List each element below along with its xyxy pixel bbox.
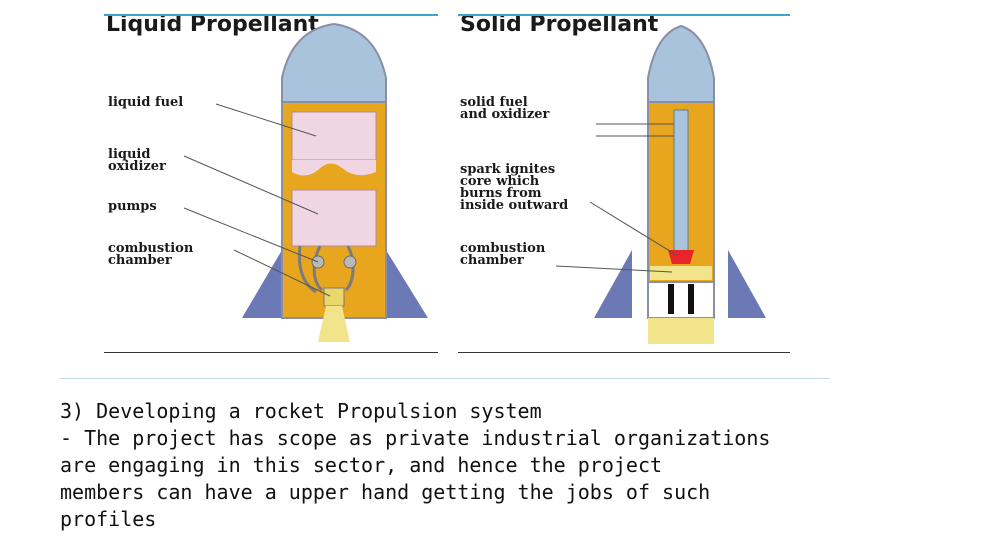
notes-block: 3) Developing a rocket Propulsion system… xyxy=(60,398,960,533)
solid-rocket xyxy=(555,24,766,344)
liquid-fuel-tank-base xyxy=(292,160,376,176)
label-solid-combustion-chamber: combustion chamber xyxy=(460,241,546,268)
liquid-fuel-tank xyxy=(291,111,377,161)
solid-right-fin xyxy=(728,250,766,318)
liquid-left-fin xyxy=(242,250,282,318)
label-liquid-oxidizer: liquid oxidizer xyxy=(108,147,166,174)
notes-line: are engaging in this sector, and hence t… xyxy=(60,453,663,477)
solid-propellant-title: Solid Propellant xyxy=(460,12,659,37)
notes-line: profiles xyxy=(60,507,157,531)
liquid-right-fin xyxy=(386,250,428,318)
liquid-title-rule xyxy=(104,14,438,16)
notes-line: members can have a upper hand getting th… xyxy=(60,480,711,504)
liquid-combustion-chamber xyxy=(323,287,345,307)
solid-left-fin xyxy=(594,250,632,318)
liquid-feed-lines xyxy=(297,245,355,294)
liquid-rocket xyxy=(183,22,428,342)
solid-baseline xyxy=(458,352,790,353)
notes-heading: 3) Developing a rocket Propulsion system xyxy=(60,399,542,423)
label-liquid-fuel: liquid fuel xyxy=(108,95,184,110)
section-separator xyxy=(60,378,830,379)
solid-nose-cone xyxy=(647,24,715,103)
solid-title-rule xyxy=(458,14,790,16)
solid-combustion-zone xyxy=(650,266,712,280)
notes-line: - The project has scope as private indus… xyxy=(60,426,771,450)
label-pumps: pumps xyxy=(108,199,157,214)
liquid-propellant-title: Liquid Propellant xyxy=(106,12,319,37)
label-spark-ignites: spark ignites core which burns from insi… xyxy=(460,162,569,213)
solid-core-channel xyxy=(673,109,689,261)
solid-nozzle xyxy=(647,281,715,319)
solid-exhaust-flame-icon xyxy=(648,318,714,344)
label-solid-fuel-oxidizer: solid fuel and oxidizer xyxy=(460,95,550,122)
nozzle-bar-left xyxy=(668,284,674,314)
label-liquid-combustion-chamber: combustion chamber xyxy=(108,241,194,268)
liquid-oxidizer-tank xyxy=(291,189,377,247)
pump-icon xyxy=(343,255,357,269)
nozzle-bar-right xyxy=(688,284,694,314)
liquid-nose-cone xyxy=(281,22,387,103)
rocket-diagrams xyxy=(183,22,766,344)
liquid-baseline xyxy=(104,352,438,353)
exhaust-flame-icon xyxy=(318,306,350,342)
